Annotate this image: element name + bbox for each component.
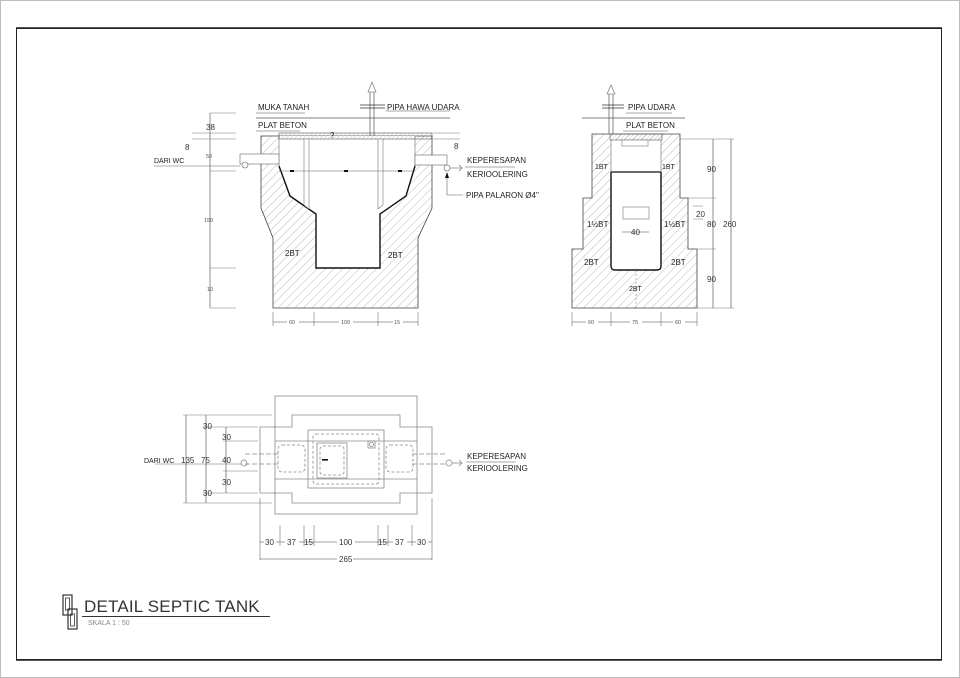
label-1bt-right: 1BT xyxy=(662,164,676,171)
plan-dim-h-265: 265 xyxy=(339,555,353,564)
label-plat-beton: PLAT BETON xyxy=(258,121,307,130)
dim-90-bottom: 90 xyxy=(707,275,716,284)
plan-dim-h-15-right: 15 xyxy=(378,538,387,547)
plan-dim-h-37-right: 37 xyxy=(395,538,404,547)
question-mark: ? xyxy=(330,131,335,140)
label-kerioolering: KERIOOLERING xyxy=(467,170,528,179)
dim-8-left: 8 xyxy=(185,143,190,152)
label-wall-right: 2BT xyxy=(388,251,403,260)
dim-60: 60 xyxy=(289,320,295,326)
label-pipa-hawa-udara: PIPA HAWA UDARA xyxy=(387,103,460,112)
plan-dim-30-b: 30 xyxy=(222,433,231,442)
label-pipa-udara: PIPA UDARA xyxy=(628,103,676,112)
title-underline xyxy=(82,616,270,617)
plan-view xyxy=(155,395,463,515)
dim-50: 50 xyxy=(206,154,212,160)
plat-beton-slab xyxy=(278,132,433,140)
manhole-mark xyxy=(322,459,328,461)
dim-20: 20 xyxy=(696,210,705,219)
drawing-title: DETAIL SEPTIC TANK xyxy=(84,597,260,616)
plan-dim-135: 135 xyxy=(181,456,195,465)
label-muka-tanah: MUKA TANAH xyxy=(258,103,309,112)
dim-90-top: 90 xyxy=(707,165,716,174)
plan-label-keperesapan: KEPERESAPAN xyxy=(467,452,526,461)
plan-dim-30-c: 30 xyxy=(222,478,231,487)
plan-dim-30-d: 30 xyxy=(203,489,212,498)
drawing-frame xyxy=(16,28,942,660)
label-15bt-left: 1½BT xyxy=(587,220,608,229)
dim-100: 100 xyxy=(341,320,350,326)
label-keperesapan: KEPERESAPAN xyxy=(467,156,526,165)
plan-dim-40: 40 xyxy=(222,456,231,465)
label-15bt-right: 1½BT xyxy=(664,220,685,229)
dim-60-right-b: 60 xyxy=(675,320,681,326)
plan-dim-h-30-right: 30 xyxy=(417,538,426,547)
plan-label-dari-wc: DARI WC xyxy=(144,458,174,465)
section-a: ? MUKA TANAH PIPA HAWA UDARA PLAT BETON … xyxy=(154,81,539,326)
dim-150: 150 xyxy=(204,218,213,224)
label-wall-left: 2BT xyxy=(285,249,300,258)
plan-dim-30-a: 30 xyxy=(203,422,212,431)
dim-60-left-b: 60 xyxy=(588,320,594,326)
dim-15: 15 xyxy=(394,320,400,326)
plan-dim-75: 75 xyxy=(201,456,210,465)
label-2bt-left: 2BT xyxy=(584,258,599,267)
section-b: PIPA UDARA PLAT BETON 1BT 1BT 1½BT 1½BT … xyxy=(571,84,737,326)
label-dari-wc: DARI WC xyxy=(154,158,184,165)
dim-10: 10 xyxy=(207,287,213,293)
dim-75-b: 75 xyxy=(632,320,638,326)
label-2bt-floor: 2BT xyxy=(629,286,643,293)
dim-8-right: 8 xyxy=(454,142,459,151)
plan-dim-h-100: 100 xyxy=(339,538,353,547)
plan-dim-h-37-left: 37 xyxy=(287,538,296,547)
dim-38: 38 xyxy=(206,123,215,132)
plan-dim-h-30-left: 30 xyxy=(265,538,274,547)
drawing-scale: SKALA 1 : 50 xyxy=(88,620,130,627)
dim-80: 80 xyxy=(707,220,716,229)
label-2bt-right: 2BT xyxy=(671,258,686,267)
label-plat-beton-b: PLAT BETON xyxy=(626,121,675,130)
septic-logo-icon xyxy=(62,594,78,630)
plan-dim-h-15-left: 15 xyxy=(304,538,313,547)
dim-260: 260 xyxy=(723,220,737,229)
dim-40-opening: 40 xyxy=(631,228,640,237)
label-1bt-left: 1BT xyxy=(595,164,609,171)
plan-label-kerioolering: KERIOOLERING xyxy=(467,464,528,473)
label-pipa-palaron: PIPA PALARON Ø4" xyxy=(466,191,539,200)
